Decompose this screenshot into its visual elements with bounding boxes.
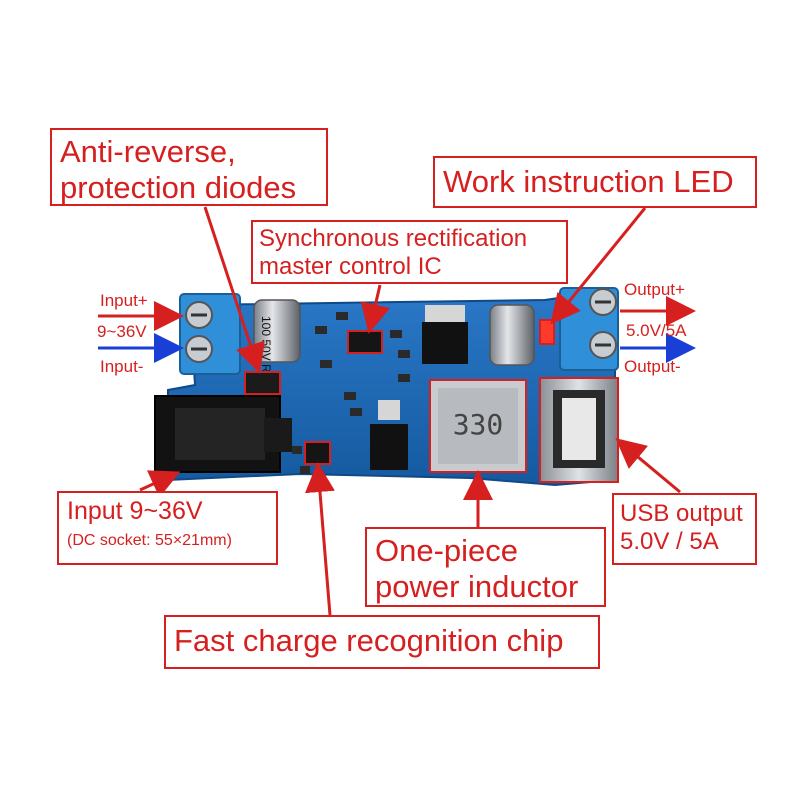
usb-port <box>539 377 619 483</box>
inductor-label: One-piece power inductor <box>365 527 606 607</box>
input-plus-text: Input+ <box>100 291 148 310</box>
usb-output-line-1: USB output <box>620 500 743 527</box>
work-led <box>539 319 555 345</box>
output-terminal-block <box>559 287 619 371</box>
sync-ic-line-2: master control IC <box>259 252 442 280</box>
fast-charge-pointer <box>305 462 335 616</box>
input-voltage-label: Input 9~36V <box>67 497 203 525</box>
fast-charge-label: Fast charge recognition chip <box>164 615 600 669</box>
work-led-label: Work instruction LED <box>433 156 757 208</box>
anti-reverse-pointer <box>203 206 265 374</box>
sync-ic-pointer <box>360 284 391 334</box>
mosfet-top <box>422 305 468 364</box>
sync-ic-label: Synchronous rectification master control… <box>251 220 568 284</box>
inductor-line-2: power inductor <box>375 568 579 604</box>
work-led-pointer <box>550 207 647 325</box>
output-plus-text: Output+ <box>624 280 685 299</box>
usb-pointer <box>615 438 681 494</box>
fast-charge-chip <box>304 441 331 465</box>
output-minus-text: Output- <box>624 357 681 376</box>
sync-ic-line-1: Synchronous rectification <box>259 225 528 252</box>
inductor-code-text: 330 <box>453 408 504 441</box>
diode <box>244 371 281 395</box>
output-voltage-text: 5.0V/5A <box>626 321 687 340</box>
dc-socket-label: (DC socket: 55×21mm) <box>67 531 232 549</box>
input-label: Input 9~36V (DC socket: 55×21mm) <box>57 491 278 565</box>
capacitor-right <box>489 304 535 366</box>
usb-output-line-2: 5.0V / 5A <box>620 527 719 555</box>
input-pointer <box>139 470 181 498</box>
input-minus-text: Input- <box>100 357 144 376</box>
input-terminal-block <box>179 293 241 375</box>
smd-parts <box>292 312 410 474</box>
sync-control-ic <box>347 330 383 354</box>
inductor-line-1: One-piece <box>375 533 519 568</box>
mosfet-bottom <box>370 400 408 470</box>
anti-reverse-line-1: Anti-reverse, <box>60 134 236 169</box>
usb-output-label: USB output 5.0V / 5A <box>612 493 757 565</box>
input-voltage-text: 9~36V <box>97 322 147 341</box>
anti-reverse-line-2: protection diodes <box>60 169 297 205</box>
anti-reverse-label: Anti-reverse, protection diodes <box>50 128 328 206</box>
dc-socket <box>154 395 292 473</box>
power-inductor: 330 <box>429 379 527 473</box>
